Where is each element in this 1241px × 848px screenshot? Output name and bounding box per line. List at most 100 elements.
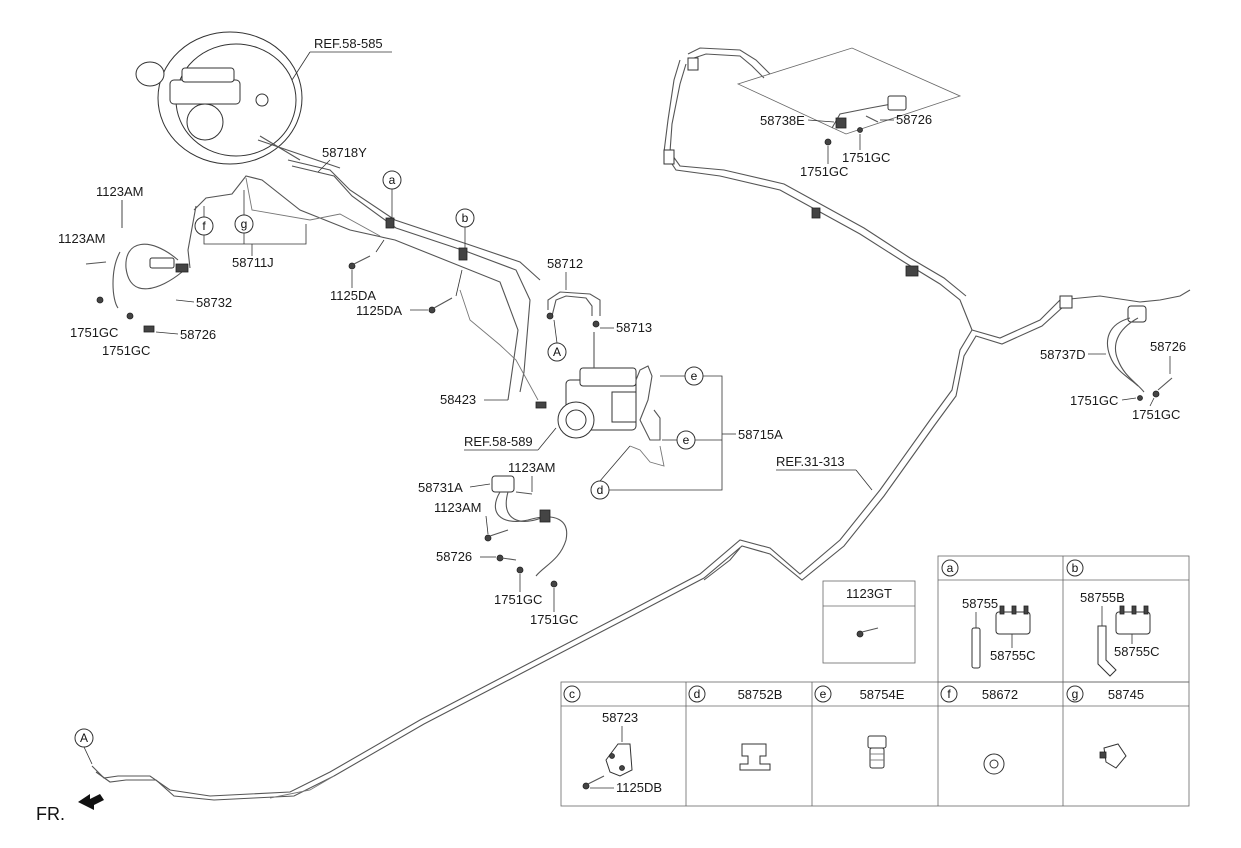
- front-label: FR.: [36, 804, 65, 824]
- legend-a-part2: 58755C: [990, 648, 1036, 663]
- front-arrow-icon: [78, 794, 104, 810]
- callout-g-text: g: [241, 217, 248, 231]
- ref-58-589-leader: [537, 427, 557, 451]
- label-58726-a: 58726: [180, 327, 216, 342]
- label-58726-d: 58726: [1150, 339, 1186, 354]
- label-1123AM-a: 1123AM: [96, 184, 143, 199]
- legend-g-letter: g: [1072, 687, 1079, 701]
- callout-A-2-text: A: [80, 731, 88, 745]
- legend-g-title: 58745: [1108, 687, 1144, 702]
- callout-A-1-leader: [553, 319, 558, 344]
- abs-outlet-pipes: [635, 365, 661, 441]
- ref-31-313: REF.31-313: [776, 454, 845, 469]
- legend-b-letter: b: [1072, 561, 1079, 575]
- leader-58718Y: [317, 159, 331, 173]
- label-58732: 58732: [196, 295, 232, 310]
- label-1123AM-b: 1123AM: [58, 231, 105, 246]
- legend-1123GT-title: 1123GT: [846, 586, 892, 601]
- label-1751GC-f: 1751GC: [800, 164, 848, 179]
- leader-1125DA-a: [375, 239, 385, 253]
- bracket-58711J: [203, 224, 307, 245]
- legend-d-letter: d: [694, 687, 701, 701]
- rear-left-detail-plane: [736, 47, 962, 135]
- leader-1751GC-g: [1121, 397, 1137, 401]
- rear-left-hose: [824, 95, 907, 146]
- leader-58732: [175, 299, 195, 303]
- label-58715A: 58715A: [738, 427, 783, 442]
- leader-1125DA-b2: [455, 269, 463, 297]
- ref-31-313-leader: [855, 469, 873, 491]
- callout-a-text: a: [389, 173, 396, 187]
- callout-e-2-text: e: [683, 433, 690, 447]
- ref-leader: [291, 51, 311, 81]
- label-1125DA-a: 1125DA: [330, 288, 376, 303]
- label-58737D: 58737D: [1040, 347, 1086, 362]
- label-1751GC-c: 1751GC: [494, 592, 542, 607]
- label-58738E: 58738E: [760, 113, 805, 128]
- callout-e-1-text: e: [691, 369, 698, 383]
- leader-58726-a: [155, 331, 179, 335]
- callout-f-text: f: [202, 219, 206, 233]
- label-1123AM-d: 1123AM: [434, 500, 481, 515]
- callout-A-1-text: A: [553, 345, 561, 359]
- legend-c-part2: 1125DB: [616, 780, 662, 795]
- bracket-58715A: [609, 375, 723, 491]
- label-58718Y: 58718Y: [322, 145, 367, 160]
- abs-outlet-pipes-2: [629, 445, 665, 467]
- clip-b: [458, 247, 468, 261]
- label-1751GC-g: 1751GC: [1070, 393, 1118, 408]
- callout-d-text: d: [597, 483, 604, 497]
- legend-a-letter: a: [947, 561, 954, 575]
- callout-d-leader: [599, 445, 631, 482]
- ref-58-589: REF.58-589: [464, 434, 533, 449]
- main-brake-line: [91, 289, 1191, 801]
- legend-a-part1: 58755: [962, 596, 998, 611]
- legend-e-letter: e: [820, 687, 827, 701]
- label-1751GC-e: 1751GC: [842, 150, 890, 165]
- ref-58-585: REF.58-585: [314, 36, 383, 51]
- label-1125DA-b: 1125DA: [356, 303, 402, 318]
- legend-c-letter: c: [569, 687, 575, 701]
- bolt-1125DA-a: [348, 255, 371, 270]
- label-58713: 58713: [616, 320, 652, 335]
- legend-d-title: 58752B: [738, 687, 783, 702]
- legend-f-letter: f: [947, 687, 951, 701]
- leader-1123AM-d: [485, 515, 489, 535]
- label-58726-c: 58726: [896, 112, 932, 127]
- callout-A-2-leader: [83, 746, 93, 765]
- front-brake-pipes: [187, 159, 541, 401]
- clip-a: [385, 217, 395, 229]
- legend-f-title: 58672: [982, 687, 1018, 702]
- leader-58738E: [807, 119, 835, 123]
- fitting-58423: [535, 401, 547, 409]
- legend-b-part1: 58755B: [1080, 590, 1125, 605]
- rear-line-upper: [663, 47, 973, 331]
- abs-modulator: [557, 332, 637, 439]
- front-right-hose: [484, 475, 568, 588]
- leader-58731A: [469, 483, 491, 488]
- legend-c-part1: 58723: [602, 710, 638, 725]
- label-1751GC-a: 1751GC: [70, 325, 118, 340]
- label-58712: 58712: [547, 256, 583, 271]
- legend-row-cg: c d 58752B e 58754E f 58672 g 58745 5872…: [560, 681, 1190, 807]
- front-left-hose: [85, 200, 189, 333]
- label-58423: 58423: [440, 392, 476, 407]
- label-58711J: 58711J: [232, 255, 274, 270]
- legend-ab: a b 58755 58755C 58755B 58755C: [937, 555, 1190, 683]
- legend-e-title: 58754E: [860, 687, 905, 702]
- callout-b-text: b: [462, 211, 469, 225]
- label-58726-b: 58726: [436, 549, 472, 564]
- label-1751GC-d: 1751GC: [530, 612, 578, 627]
- brake-booster: [135, 31, 341, 169]
- bolt-1125DA-b: [428, 297, 453, 314]
- pipe-58712: [546, 291, 601, 328]
- label-58731A: 58731A: [418, 480, 463, 495]
- legend-1123GT: 1123GT: [822, 580, 916, 664]
- label-1751GC-b: 1751GC: [102, 343, 150, 358]
- rear-right-hose: [1059, 295, 1173, 401]
- leader-1751GC-h: [1149, 397, 1155, 407]
- label-1751GC-h: 1751GC: [1132, 407, 1180, 422]
- label-1123AM-c: 1123AM: [508, 460, 555, 475]
- legend-b-part2: 58755C: [1114, 644, 1160, 659]
